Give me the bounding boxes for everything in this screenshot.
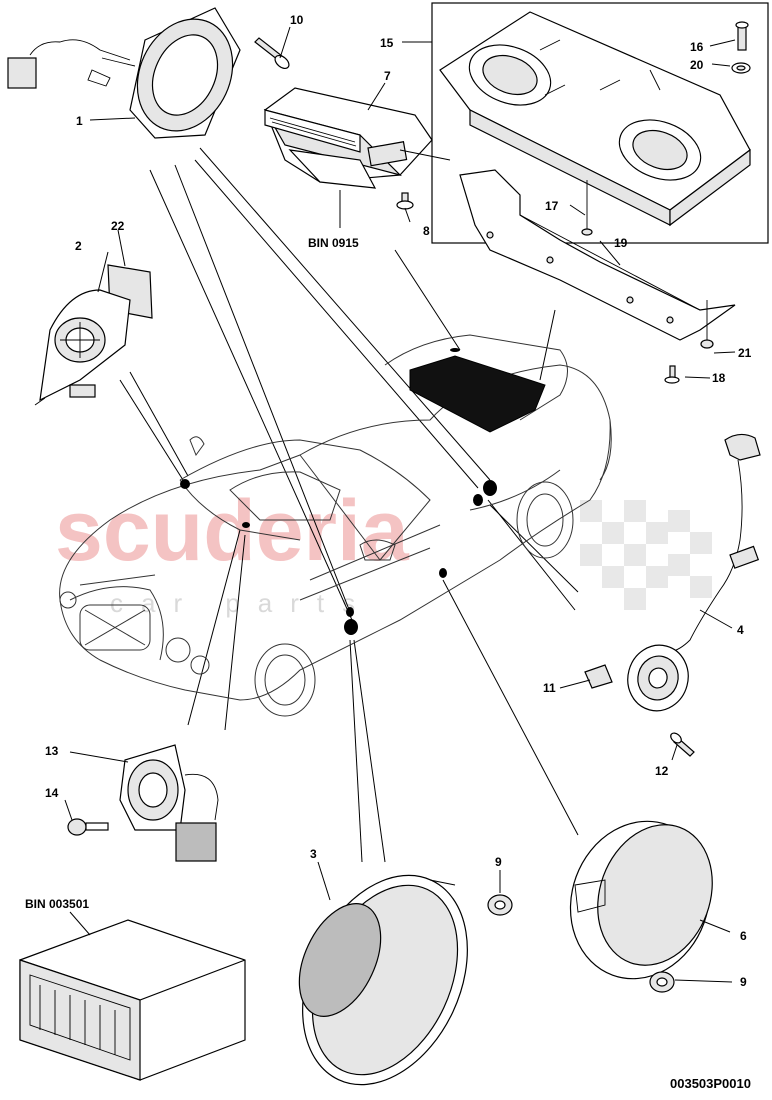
callout-11: 11 [543, 681, 556, 695]
callout-8: 8 [423, 224, 430, 238]
drawing-number: 003503P0010 [670, 1076, 751, 1091]
rear-shelf-location [409, 355, 546, 433]
part-18-screw [664, 365, 680, 384]
part-17-screw [581, 180, 593, 236]
callout-20: 20 [690, 58, 704, 72]
callout-9-a: 9 [495, 855, 502, 869]
callout-14: 14 [45, 786, 59, 800]
checkered-flag [580, 500, 712, 610]
callout-leaders [64, 26, 736, 983]
connector [175, 822, 217, 862]
connector [7, 57, 37, 89]
callout-18: 18 [712, 371, 726, 385]
callout-21: 21 [738, 346, 752, 360]
callout-9-b: 9 [740, 975, 747, 989]
watermark-sub: car parts [110, 588, 373, 618]
part-2-tweeter [34, 289, 131, 406]
rear-wheel [516, 481, 574, 559]
part-13-speaker [119, 744, 219, 862]
car-grille [79, 604, 151, 651]
part-10-screw [254, 37, 290, 70]
radio-unit [19, 919, 246, 1081]
part-8-screw [396, 192, 414, 210]
callout-22: 22 [111, 219, 125, 233]
callout-17: 17 [545, 199, 559, 213]
callout-2: 2 [75, 239, 82, 253]
callout-16: 16 [690, 40, 704, 54]
part-14-screw [67, 818, 109, 836]
callout-19: 19 [614, 236, 628, 250]
callout-3: 3 [310, 847, 317, 861]
assembly-frame [431, 2, 769, 244]
part-9-nut-b [649, 971, 675, 993]
part-19-bracket [459, 169, 736, 341]
part-15-rear-shelf [431, 2, 769, 244]
front-wheel [254, 643, 316, 717]
callout-1: 1 [76, 114, 83, 128]
part-4-speaker-cable [627, 433, 761, 712]
part-1-speaker [7, 7, 241, 139]
radio-bin-label: BIN 003501 [25, 897, 89, 911]
callout-15: 15 [380, 36, 394, 50]
part-21-nut [700, 300, 714, 349]
part-11-clip [584, 664, 613, 689]
callout-4: 4 [737, 623, 744, 637]
part-6-speaker [569, 820, 713, 980]
speaker-markers [180, 348, 497, 635]
part-16-clip [735, 21, 749, 51]
part-3-speaker [298, 874, 468, 1086]
callout-12: 12 [655, 764, 669, 778]
part-7-amplifier [263, 87, 451, 189]
part-20-washer [731, 62, 751, 74]
callout-7: 7 [384, 69, 391, 83]
amplifier-bin-label: BIN 0915 [308, 236, 359, 250]
callout-6: 6 [740, 929, 747, 943]
leader-lines [119, 147, 579, 863]
part-12-screw [670, 732, 695, 757]
car-body [59, 334, 612, 717]
callout-13: 13 [45, 744, 59, 758]
part-9-nut-a [487, 894, 513, 916]
watermark-main: scuderia [55, 483, 410, 579]
callout-labels: 1 10 7 BIN 0915 8 15 16 20 17 19 21 18 2… [25, 13, 752, 1091]
watermark: scuderia car parts [55, 483, 712, 618]
callout-10: 10 [290, 13, 304, 27]
